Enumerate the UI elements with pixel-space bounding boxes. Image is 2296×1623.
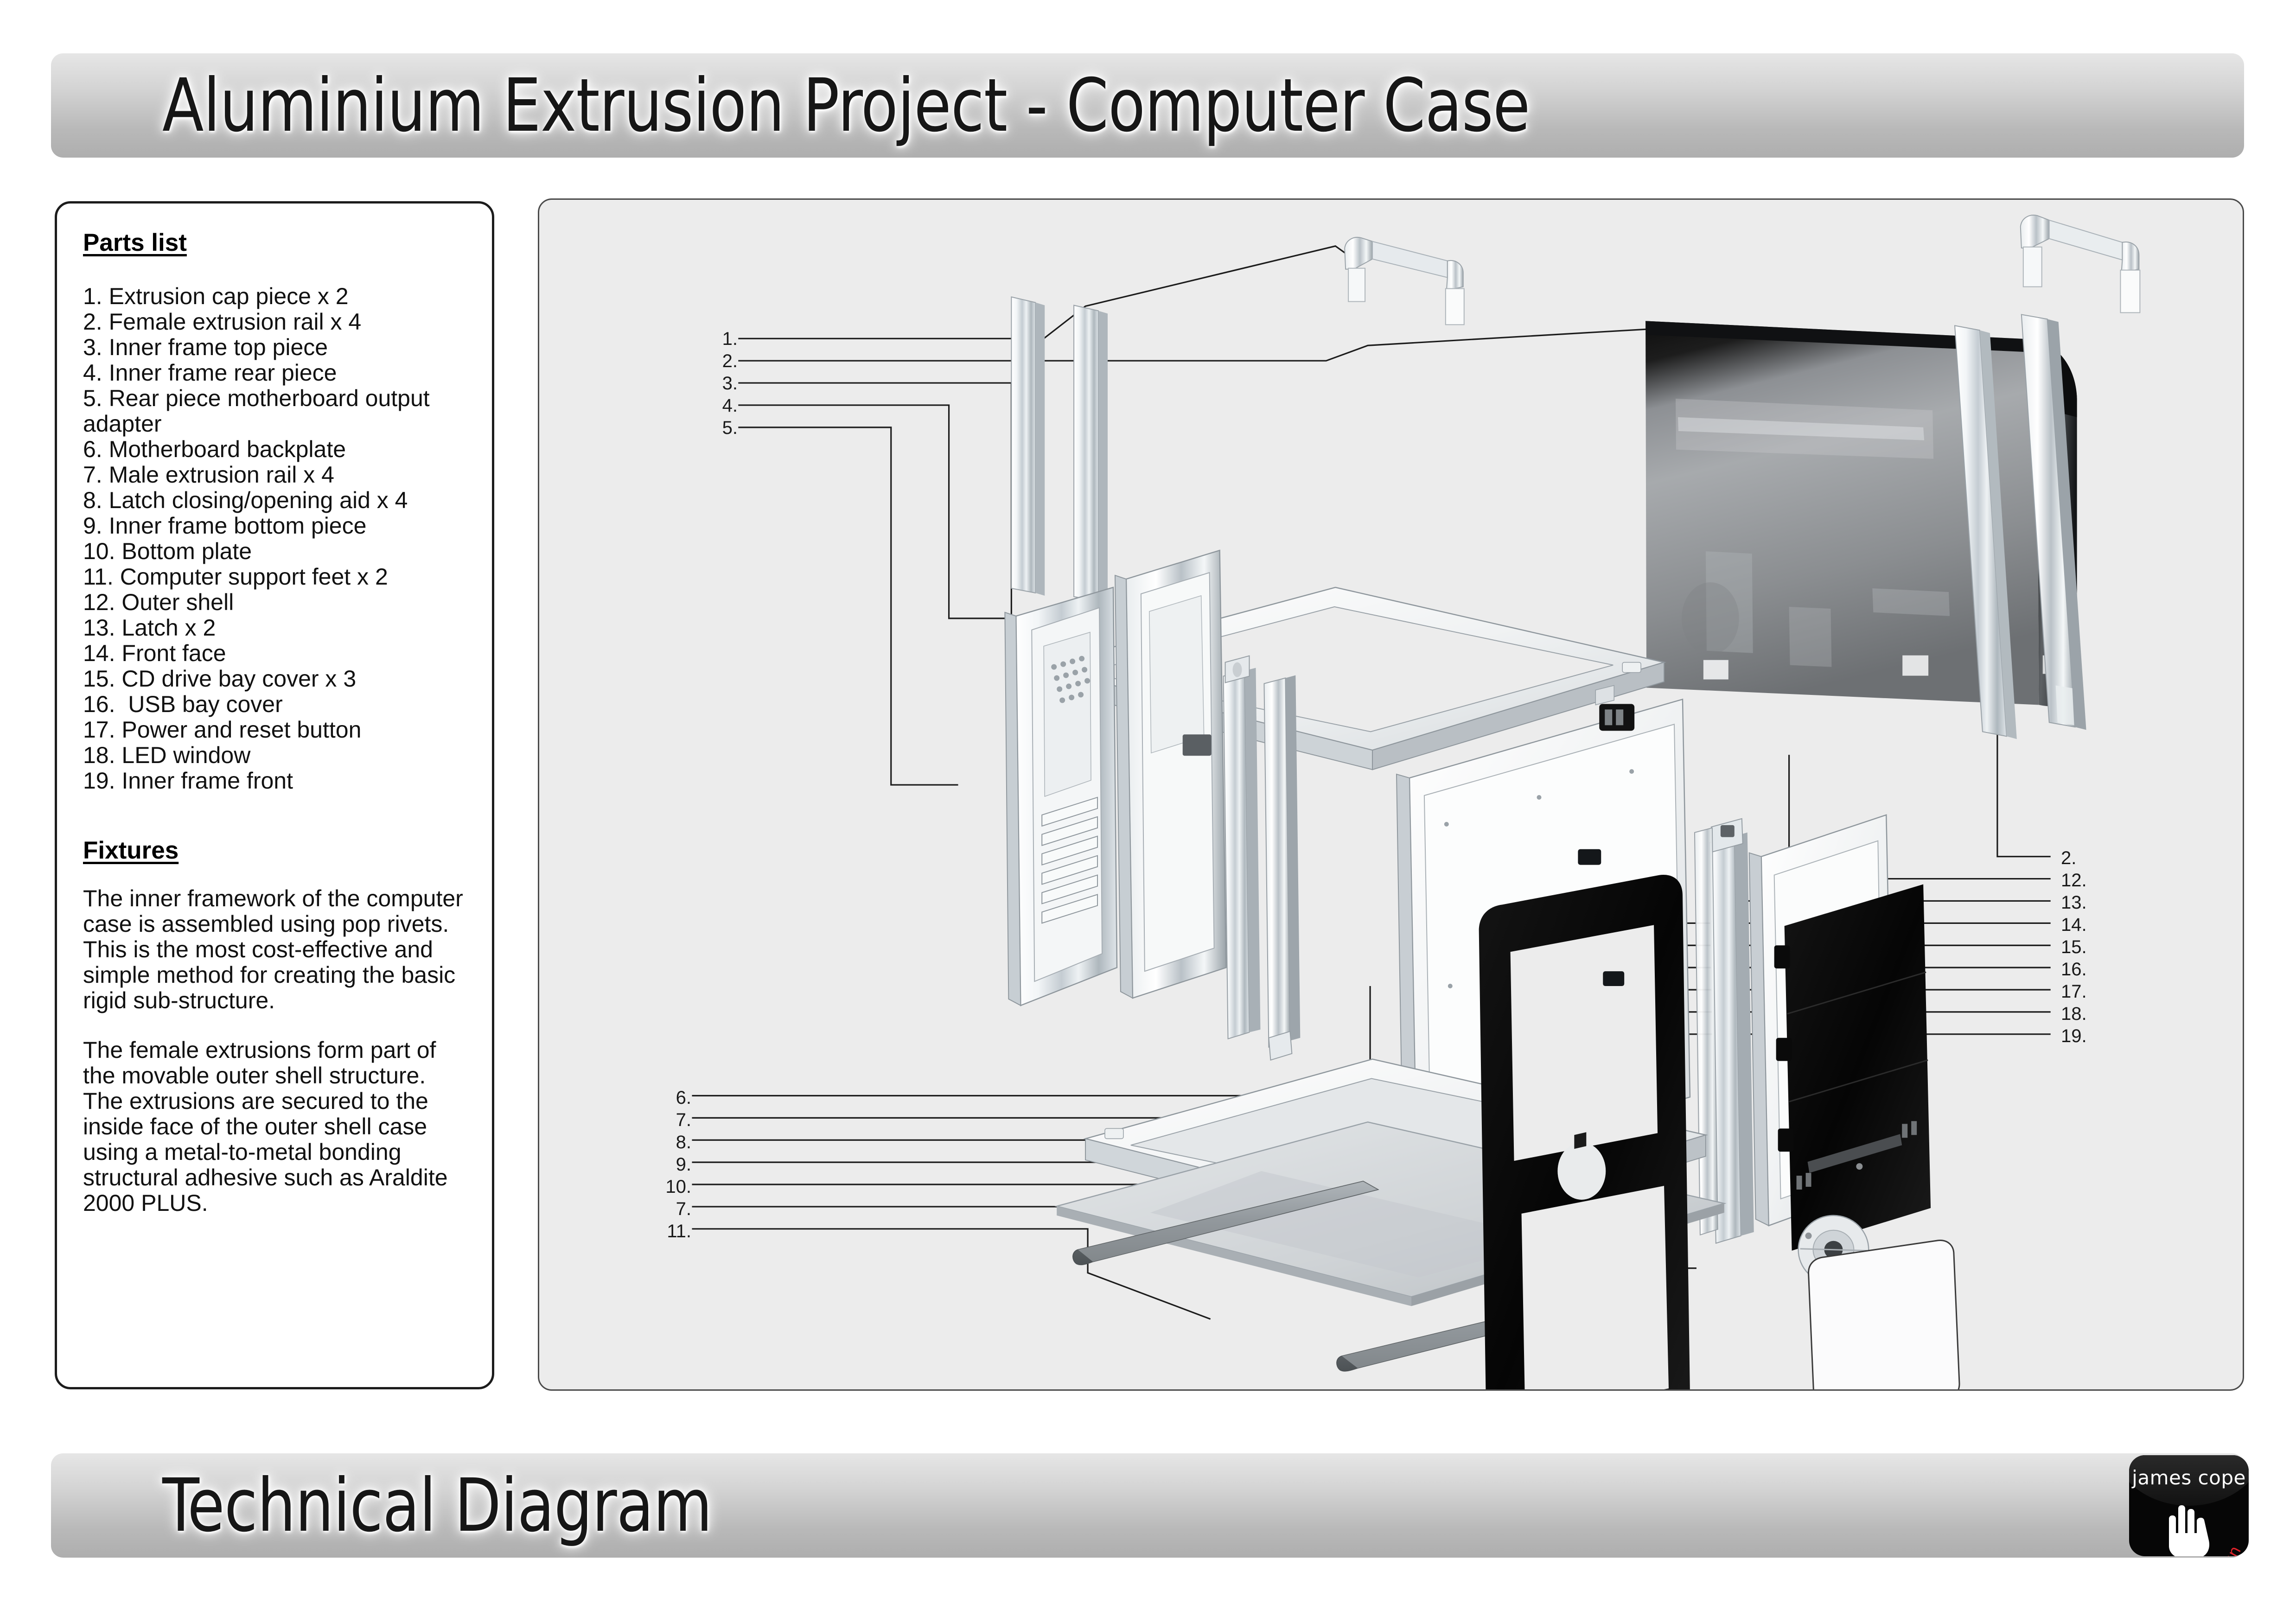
fixtures-text: The inner framework of the computer case… xyxy=(83,886,466,1216)
drive-bay-cover-stack xyxy=(1774,884,1931,1251)
callout-label: 5. xyxy=(722,418,738,438)
parts-list-item: 9. Inner frame bottom piece xyxy=(83,513,367,539)
callout-label: 2. xyxy=(2061,848,2077,868)
callout-label: 17. xyxy=(2061,981,2087,1002)
parts-list-item: 1. Extrusion cap piece x 2 xyxy=(83,283,349,309)
parts-list-item: 11. Computer support feet x 2 xyxy=(83,564,388,590)
latch-closing-aid xyxy=(1599,704,1635,731)
female-extrusion-rails-left xyxy=(1011,296,1108,604)
parts-list-item: 2. Female extrusion rail x 4 xyxy=(83,309,362,335)
callout-label: 3. xyxy=(722,373,738,394)
parts-list-item: 10. Bottom plate xyxy=(83,538,252,564)
callout-label: 14. xyxy=(2061,915,2087,935)
logo-name: james cope xyxy=(2132,1466,2246,1489)
callout-label: 15. xyxy=(2061,937,2087,957)
parts-list-item: 8. Latch closing/opening aid x 4 xyxy=(83,487,408,513)
parts-list-item: 3. Inner frame top piece xyxy=(83,334,328,360)
parts-list-item: 15. CD drive bay cover x 3 xyxy=(83,666,357,692)
callout-label: 6. xyxy=(676,1088,691,1108)
callout-label: 12. xyxy=(2061,870,2087,891)
callout-label: 2. xyxy=(722,351,738,371)
male-extrusion-rails-centre xyxy=(1223,655,1301,1061)
parts-list-item: 19. Inner frame front xyxy=(83,768,293,794)
male-extrusion-rail-right xyxy=(1694,818,1754,1244)
callout-label: 1. xyxy=(722,329,738,349)
parts-list-item: 4. Inner frame rear piece xyxy=(83,360,337,386)
parts-list-item: 6. Motherboard backplate xyxy=(83,436,346,462)
header-banner: Aluminium Extrusion Project - Computer C… xyxy=(51,53,2244,158)
led-window-panel xyxy=(1808,1240,1960,1389)
fixtures-paragraph: The female extrusions form part of the m… xyxy=(83,1037,448,1216)
callout-label: 16. xyxy=(2061,959,2087,980)
parts-list-item: 7. Male extrusion rail x 4 xyxy=(83,462,334,488)
designer-logo: james cope design xyxy=(2129,1455,2249,1556)
front-face-bezel xyxy=(1479,874,1690,1389)
footer-title: Technical Diagram xyxy=(162,1463,712,1548)
callout-label: 9. xyxy=(676,1154,691,1175)
callout-label: 19. xyxy=(2061,1026,2087,1046)
parts-list-item: 12. Outer shell xyxy=(83,589,234,615)
motherboard-backplate xyxy=(1114,549,1227,999)
parts-list-heading: Parts list xyxy=(83,229,187,256)
callout-label: 11. xyxy=(667,1221,691,1241)
extrusion-rails-right xyxy=(1954,314,2086,739)
latch-parts xyxy=(1578,849,1625,987)
callout-label: 18. xyxy=(2061,1004,2087,1024)
callout-label: 7. xyxy=(676,1199,691,1219)
fixtures-heading: Fixtures xyxy=(83,837,179,864)
callout-label: 13. xyxy=(2061,892,2087,913)
callout-label: 8. xyxy=(676,1132,691,1152)
callout-label: 7. xyxy=(676,1110,691,1130)
technical-diagram-panel: 1.2.3.4.5. 6.7.8.9.10.7.11. 2.12.13.14.1… xyxy=(538,198,2244,1391)
parts-list-item: 18. LED window xyxy=(83,742,251,768)
page-title: Aluminium Extrusion Project - Computer C… xyxy=(162,63,1530,148)
parts-list-item: 5. Rear piece motherboard output adapter xyxy=(83,385,436,437)
inner-frame-rear-piece xyxy=(1004,586,1118,1006)
callout-label: 10. xyxy=(665,1177,691,1197)
parts-list-item: 14. Front face xyxy=(83,640,226,666)
hand-icon xyxy=(2169,1505,2209,1556)
parts-list-item: 16. USB bay cover xyxy=(83,691,283,717)
extrusion-cap-pieces xyxy=(1344,215,2141,325)
callout-label: 4. xyxy=(722,395,738,416)
parts-list-item: 13. Latch x 2 xyxy=(83,615,216,641)
parts-list-item: 17. Power and reset button xyxy=(83,717,362,743)
fixtures-paragraph: The inner framework of the computer case… xyxy=(83,885,463,1013)
exploded-assembly-drawing xyxy=(692,215,2141,1389)
footer-banner: Technical Diagram xyxy=(51,1453,2244,1558)
